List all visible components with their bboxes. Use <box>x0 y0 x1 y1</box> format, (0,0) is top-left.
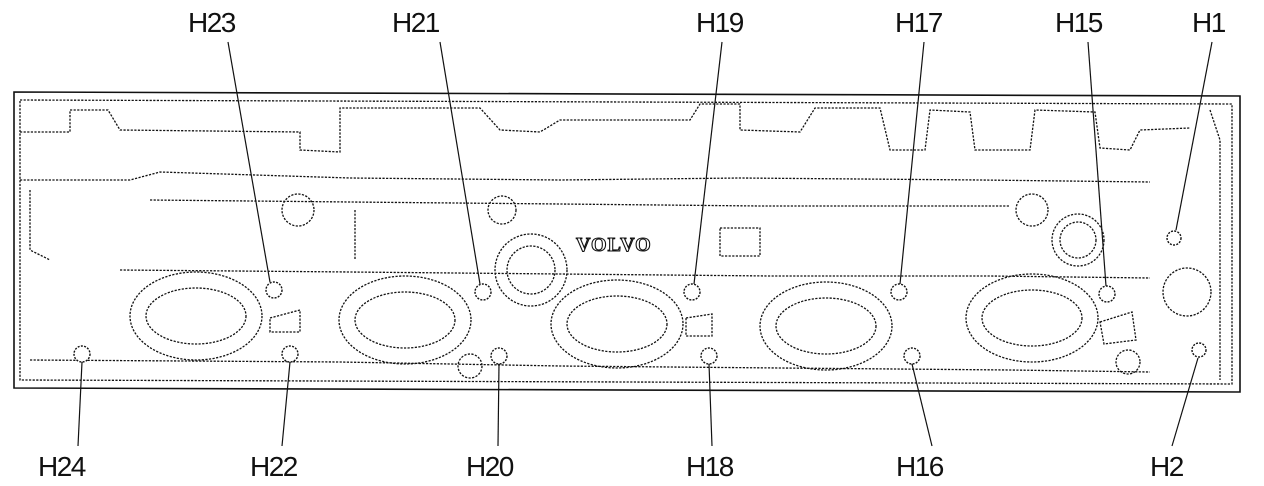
leader-h24 <box>77 361 83 447</box>
label-h18: H18 <box>686 451 734 482</box>
leader-h19 <box>693 41 723 285</box>
bolt-hole-h23 <box>265 281 283 299</box>
leader-h2 <box>1171 357 1199 447</box>
bolt-labels: H23 H21 H19 H17 H15 H1 H24 H22 H20 H18 H… <box>38 7 1227 482</box>
volvo-logo: VOLVO <box>576 234 652 256</box>
bolt-hole-h21 <box>474 283 492 301</box>
bolt-hole-h24 <box>73 345 91 363</box>
leader-h22 <box>281 361 291 447</box>
bolt-hole-h19 <box>683 283 701 301</box>
bolt-hole-h18 <box>700 347 718 365</box>
leader-h1 <box>1175 41 1213 231</box>
label-h22: H22 <box>250 451 298 482</box>
bolt-holes <box>73 230 1207 365</box>
leader-h21 <box>439 41 481 285</box>
leader-lines <box>77 41 1213 447</box>
label-h1: H1 <box>1192 7 1226 38</box>
leader-h20 <box>497 363 500 447</box>
bolt-hole-h1 <box>1166 230 1182 246</box>
leader-h18 <box>708 363 713 447</box>
label-h23: H23 <box>188 7 236 38</box>
bolt-hole-h17 <box>890 283 908 301</box>
bolt-hole-h20 <box>490 347 508 365</box>
label-h2: H2 <box>1150 451 1184 482</box>
label-h19: H19 <box>696 7 744 38</box>
cylinder-head-outline <box>13 91 1241 393</box>
leader-h15 <box>1087 41 1107 287</box>
bolt-hole-h22 <box>281 345 299 363</box>
bolt-hole-h16 <box>903 347 921 365</box>
leader-h17 <box>899 41 925 285</box>
label-h24: H24 <box>38 451 86 482</box>
leader-h23 <box>227 41 271 283</box>
leader-h16 <box>911 363 933 447</box>
label-h21: H21 <box>392 7 440 38</box>
label-h17: H17 <box>895 7 943 38</box>
label-h20: H20 <box>466 451 514 482</box>
bolt-hole-h15 <box>1098 285 1116 303</box>
port-openings <box>129 193 1212 379</box>
label-h16: H16 <box>896 451 944 482</box>
bolt-hole-h2 <box>1191 342 1207 358</box>
label-h15: H15 <box>1055 7 1103 38</box>
